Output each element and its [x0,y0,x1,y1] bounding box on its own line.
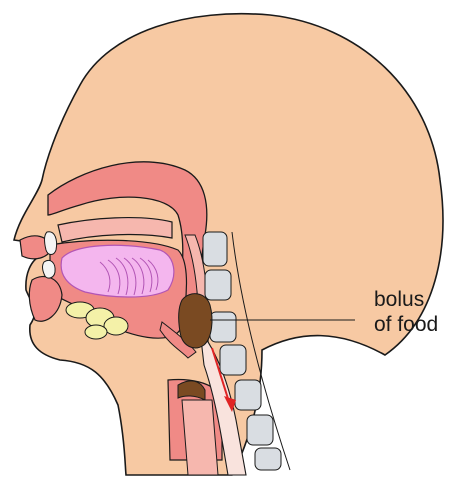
lower-tooth [43,260,56,278]
vertebra [255,448,281,470]
vertebra [210,312,236,342]
bolus-label-line1: bolus [374,287,424,313]
vertebra [203,232,227,266]
vertebra [220,345,246,375]
vertebra [247,415,273,445]
trachea [182,400,218,475]
upper-tooth [45,232,57,255]
bolus-of-food [179,294,212,348]
bolus-label-line2: of food [374,312,438,338]
vertebra [205,270,231,300]
vertebra [235,380,261,410]
